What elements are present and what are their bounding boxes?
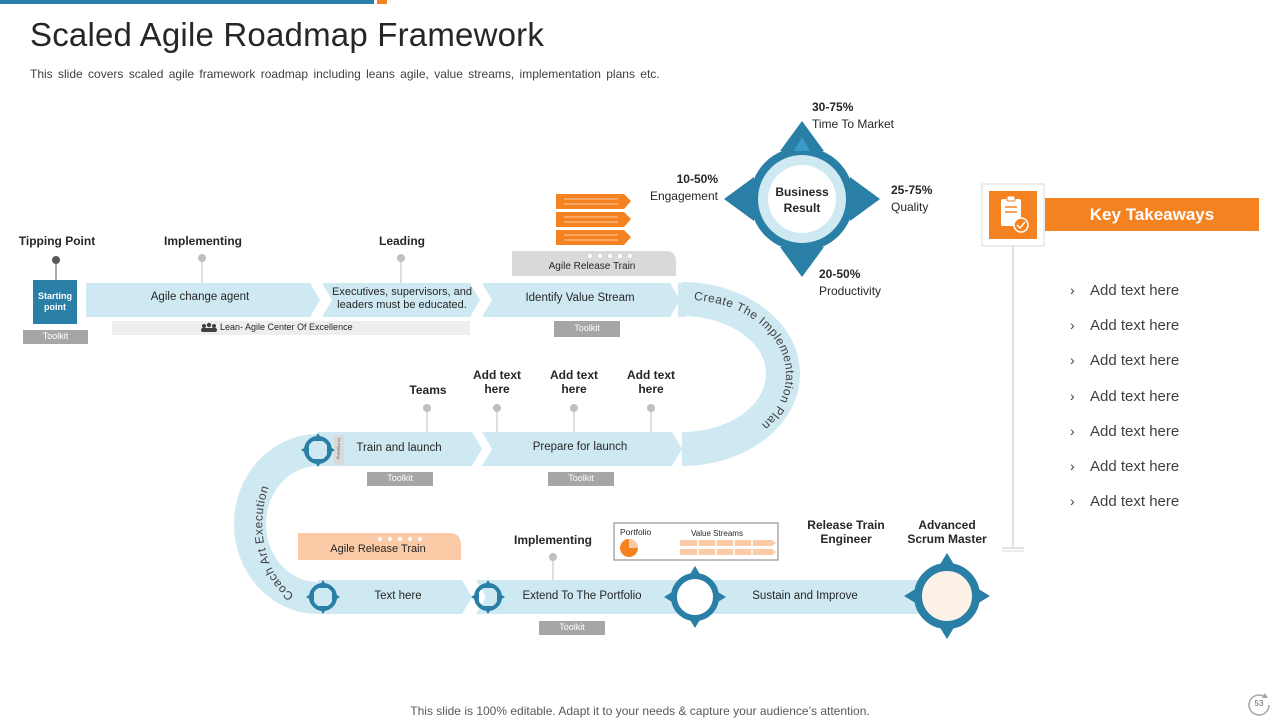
label-productivity-pct: 20-50% (819, 267, 861, 281)
label-engagement-pct: 10-50% (676, 172, 718, 186)
page-title: Scaled Agile Roadmap Framework (30, 16, 545, 53)
orange-arrow-stack (556, 194, 631, 245)
curve-ribbon-implementation-plan (682, 282, 800, 466)
label-quality: Quality (891, 200, 929, 214)
toolkit-label-row1[interactable]: Toolkit (574, 323, 600, 333)
label-add-text-3: Add text here (627, 368, 675, 396)
release-train-top (512, 251, 676, 276)
chevron-identify-value-stream (482, 283, 680, 317)
toolkit-tag-row1 (554, 321, 620, 337)
takeaway-item: ›Add text here (1070, 387, 1180, 405)
refresh-circle-icon (1248, 693, 1270, 716)
label-advanced-scrum-master: Advanced Scrum Master (907, 518, 987, 546)
compass-icon-row2 (301, 433, 335, 467)
toolkit-tag-start (23, 330, 88, 344)
starting-point-box (33, 280, 77, 324)
business-result-center: Business Result (775, 185, 829, 215)
label-leading: Leading (378, 234, 425, 248)
takeaway-item: ›Add text here (1070, 282, 1180, 299)
label-release-train-bottom: Agile Release Train (330, 543, 426, 555)
top-accent-bar-blue (0, 0, 374, 4)
chevron-right-icon: › (1070, 457, 1075, 474)
label-extend-portfolio: Extend To The Portfolio (522, 590, 642, 602)
label-release-train-engineer: Release Train Engineer (807, 518, 885, 546)
ribbon-joint-1 (678, 283, 686, 317)
takeaway-item: ›Add text here (1070, 352, 1180, 370)
chevron-right-icon: › (1070, 422, 1075, 439)
chevron-agile-change-agent (86, 283, 320, 317)
label-text-here: Text here (374, 590, 422, 602)
chevron-sustain-improve (700, 580, 940, 614)
compass-icon-row3-a (306, 580, 340, 614)
chevron-text-here (318, 580, 472, 614)
label-executives: Executives, supervisors, and leaders mus… (331, 286, 472, 311)
compass-icon-row3-c (664, 566, 726, 628)
top-accent-bar-orange (377, 0, 387, 4)
label-tipping-point: Tipping Point (18, 234, 96, 248)
takeaway-item: ›Add text here (1070, 317, 1180, 335)
business-result-compass (724, 121, 880, 277)
page-number-badge: 53 (1245, 691, 1273, 719)
toolkit-tag-train (367, 472, 433, 486)
label-value-streams: Value Streams (691, 529, 743, 538)
label-lean-agile-center: Lean- Agile Center Of Excellence (220, 322, 353, 332)
starting-point-label: Starting point (37, 291, 72, 312)
label-agile-change-agent: Agile change agent (150, 291, 250, 303)
toolkit-tag-prepare (548, 472, 614, 486)
toolkit-tag-row3 (539, 621, 605, 635)
team-icon (201, 322, 217, 332)
label-time-to-market: Time To Market (812, 117, 895, 131)
takeaway-item: ›Add text here (1070, 422, 1180, 440)
label-add-text-2: Add text here (550, 368, 598, 396)
key-takeaways-header (1045, 198, 1259, 231)
curve-ribbon-coach-art (234, 434, 318, 614)
label-teams: Teams (409, 383, 447, 397)
toolkit-label-train[interactable]: Toolkit (387, 473, 413, 483)
value-streams-arrows (680, 540, 776, 555)
label-time-pct: 30-75% (812, 100, 854, 114)
chevron-executives (322, 283, 480, 317)
label-implementing-bottom: Implementing (513, 533, 592, 547)
footer-note: This slide is 100% editable. Adapt it to… (410, 704, 870, 718)
lean-bar (112, 321, 470, 335)
pi-planning-label: PI Planning (336, 438, 342, 459)
label-prepare-launch: Prepare for launch (532, 441, 628, 453)
takeaway-item: ›Add text here (1070, 457, 1180, 475)
chevron-train-launch (318, 432, 482, 466)
toolkit-label-start[interactable]: Toolkit (42, 331, 69, 341)
chevron-extend-portfolio (476, 580, 696, 614)
label-productivity: Productivity (819, 284, 882, 298)
chevron-right-icon: › (1070, 387, 1075, 404)
label-sustain-improve: Sustain and Improve (752, 590, 858, 602)
key-takeaways-list: ›Add text here ›Add text here ›Add text … (1070, 282, 1179, 528)
chevron-right-icon: › (1070, 282, 1075, 298)
label-identify-value-stream: Identify Value Stream (525, 292, 635, 304)
label-implementing-top: Implementing (163, 234, 242, 248)
compass-icon-scrum-master (904, 553, 990, 639)
chevron-right-icon: › (1070, 352, 1075, 369)
label-add-text-1: Add text here (473, 368, 521, 396)
page-subtitle: This slide covers scaled agile framework… (30, 67, 660, 81)
label-portfolio: Portfolio (620, 527, 652, 537)
page-number: 53 (1254, 699, 1264, 708)
pi-planning-tag (334, 435, 344, 465)
toolkit-label-row3[interactable]: Toolkit (559, 622, 585, 632)
key-takeaways-title: Key Takeaways (1089, 205, 1215, 224)
toolkit-label-prepare[interactable]: Toolkit (568, 473, 594, 483)
label-quality-pct: 25-75% (891, 183, 933, 197)
chevron-prepare-launch (482, 432, 682, 466)
chevron-right-icon: › (1070, 317, 1075, 334)
label-release-train-top: Agile Release Train (548, 261, 636, 272)
takeaway-item: ›Add text here (1070, 493, 1180, 511)
label-train-launch: Train and launch (356, 442, 442, 454)
compass-icon-row3-b (471, 580, 505, 614)
label-engagement: Engagement (649, 189, 718, 203)
chevron-right-icon: › (1070, 493, 1075, 510)
